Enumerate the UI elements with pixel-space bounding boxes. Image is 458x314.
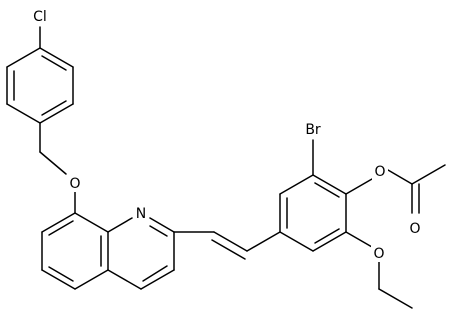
bond-ring-b-5 [312, 231, 347, 252]
atom-label-oxygen-ether: O [69, 176, 80, 192]
bond-ring-a-6 [6, 47, 41, 68]
bond-ring-a-4 [6, 103, 41, 124]
bond-q-3 [74, 269, 109, 290]
bond-ring-b-double-2 [314, 182, 340, 198]
bond-ring-b-2 [279, 174, 314, 195]
bond-vinyl-double [211, 239, 246, 260]
bond-q-10 [140, 269, 175, 290]
bond-acetyl-methyl [411, 164, 446, 185]
bond-q-1 [74, 212, 109, 233]
bond-q-11 [107, 269, 142, 290]
atom-bg-oxygen-ethoxy [371, 244, 387, 262]
atom-label-oxygen-ester: O [374, 164, 385, 180]
bond-c-o-ester [345, 178, 373, 195]
bond-ring-b-6 [279, 231, 314, 252]
bond-ring-b-3 [312, 174, 347, 195]
bonds [6, 26, 446, 309]
atom-bg-oxygen-ether [67, 174, 83, 192]
bond-ring-a-double-1 [41, 55, 67, 71]
bond-q-double-5 [142, 265, 168, 282]
atom-label-chlorine: Cl [33, 9, 47, 25]
bond-o-carbonyl-c [387, 169, 413, 185]
atom-label-nitrogen: N [136, 206, 146, 222]
bond-q-7 [107, 217, 133, 233]
bond-vinyl-2 [213, 231, 248, 252]
atom-label-bromine: Br [305, 122, 321, 138]
bond-q-8 [149, 217, 175, 233]
atom-labels: Cl O N Br O O O [33, 9, 421, 262]
bond-q-4 [41, 269, 76, 290]
bond-ring-a-1 [39, 47, 74, 68]
bond-ring-b-double-3 [314, 228, 340, 244]
atom-bg-oxygen-ester [372, 162, 388, 180]
bond-ethyl [378, 288, 413, 309]
bond-c-o-ethoxy [345, 231, 373, 248]
atom-label-oxygen-ethoxy: O [373, 246, 384, 262]
bond-q-double-2 [48, 266, 74, 282]
bond-ring-a-3 [39, 103, 74, 124]
bond-ch2-o [39, 151, 67, 175]
atom-label-oxygen-carbonyl: O [409, 221, 420, 237]
bond-vinyl-3 [246, 231, 281, 252]
bond-q-6 [41, 212, 76, 233]
atom-bg-nitrogen [133, 204, 149, 222]
bond-q-double-4 [149, 225, 168, 237]
bond-q-double-3 [48, 220, 74, 236]
bond-ring-a-double-2 [41, 100, 67, 116]
